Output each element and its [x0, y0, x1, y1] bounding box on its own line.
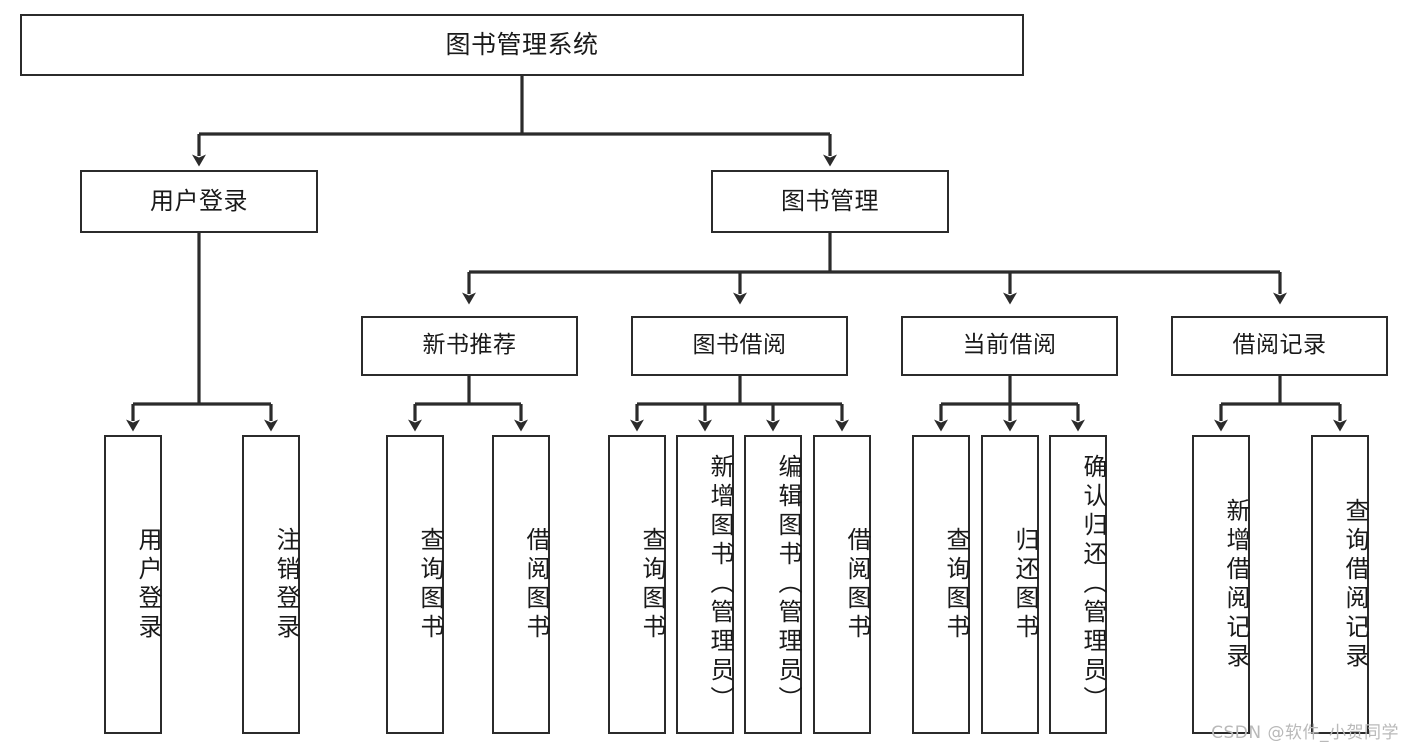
node-new-book-recommend-label: 新书推荐: [422, 332, 517, 359]
leaf-query-borrow-record[interactable]: 查询借阅记录: [1311, 435, 1369, 734]
leaf-return-book[interactable]: 归还图书: [981, 435, 1039, 734]
leaf-query-book-borrow[interactable]: 查询图书: [608, 435, 666, 734]
watermark-text: CSDN @软件_小贺同学: [1211, 723, 1399, 743]
leaf-add-borrow-record-label: 新增借阅记录: [1222, 497, 1250, 672]
leaf-query-book-current-label: 查询图书: [942, 526, 970, 643]
leaf-query-book-borrow-label: 查询图书: [638, 526, 666, 643]
node-user-login-label: 用户登录: [150, 187, 248, 216]
leaf-query-book-current[interactable]: 查询图书: [912, 435, 970, 734]
leaf-edit-book-admin[interactable]: 编辑图书（管理员）: [744, 435, 802, 734]
node-book-management[interactable]: 图书管理: [711, 170, 949, 233]
leaf-confirm-return-admin[interactable]: 确认归还（管理员）: [1049, 435, 1107, 734]
leaf-query-book-recommend[interactable]: 查询图书: [386, 435, 444, 734]
leaf-borrow-book-label: 借阅图书: [843, 526, 871, 643]
node-borrow-record-label: 借阅记录: [1232, 332, 1327, 359]
leaf-add-book-admin[interactable]: 新增图书（管理员）: [676, 435, 734, 734]
node-borrow-record[interactable]: 借阅记录: [1171, 316, 1388, 376]
node-root[interactable]: 图书管理系统: [20, 14, 1024, 76]
leaf-borrow-book[interactable]: 借阅图书: [813, 435, 871, 734]
node-book-management-label: 图书管理: [781, 187, 879, 216]
leaf-add-book-admin-label: 新增图书（管理员）: [706, 454, 734, 715]
node-root-label: 图书管理系统: [445, 30, 599, 60]
node-new-book-recommend[interactable]: 新书推荐: [361, 316, 578, 376]
leaf-confirm-return-admin-label: 确认归还（管理员）: [1079, 454, 1107, 715]
node-user-login[interactable]: 用户登录: [80, 170, 318, 233]
leaf-logout-label: 注销登录: [272, 526, 300, 643]
node-book-borrow-label: 图书借阅: [692, 332, 787, 359]
leaf-add-borrow-record[interactable]: 新增借阅记录: [1192, 435, 1250, 734]
leaf-query-book-recommend-label: 查询图书: [416, 526, 444, 643]
leaf-user-login-label: 用户登录: [134, 526, 162, 643]
leaf-edit-book-admin-label: 编辑图书（管理员）: [774, 454, 802, 715]
node-current-borrow-label: 当前借阅: [962, 332, 1057, 359]
leaf-logout[interactable]: 注销登录: [242, 435, 300, 734]
leaf-return-book-label: 归还图书: [1011, 526, 1039, 643]
leaf-borrow-book-recommend[interactable]: 借阅图书: [492, 435, 550, 734]
leaf-user-login[interactable]: 用户登录: [104, 435, 162, 734]
node-book-borrow[interactable]: 图书借阅: [631, 316, 848, 376]
leaf-query-borrow-record-label: 查询借阅记录: [1341, 497, 1369, 672]
node-current-borrow[interactable]: 当前借阅: [901, 316, 1118, 376]
leaf-borrow-book-recommend-label: 借阅图书: [522, 526, 550, 643]
